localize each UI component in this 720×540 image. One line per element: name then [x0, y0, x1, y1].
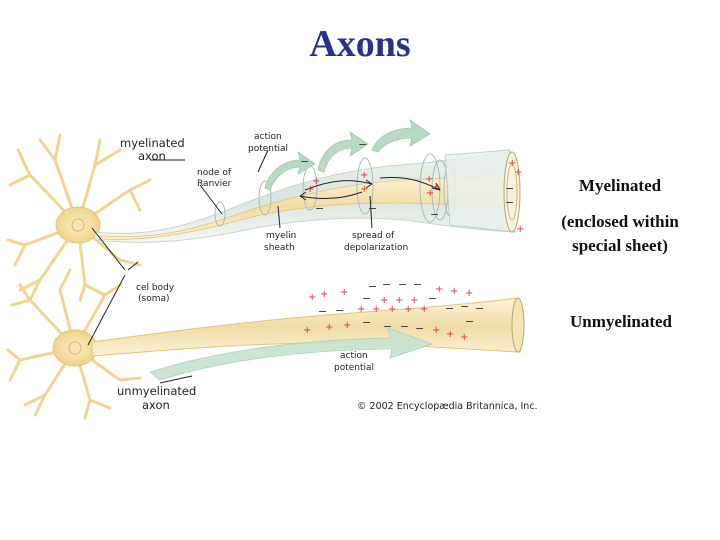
charge-plus: + — [306, 184, 314, 195]
charge-plus: + — [420, 304, 428, 315]
charge-minus: − — [300, 155, 309, 168]
charge-plus: + — [465, 288, 473, 299]
charge-plus: + — [340, 287, 348, 298]
leader-lines — [87, 149, 373, 384]
charge-minus: − — [382, 278, 391, 291]
lower-ap-arrow — [149, 327, 434, 381]
current-arrows — [299, 177, 441, 201]
label-spread-2: depolarization — [344, 243, 408, 253]
charge-plus: + — [380, 295, 388, 306]
label-myelin-sheath-2: sheath — [264, 243, 295, 253]
label-unmyelinated-axon-2: axon — [142, 398, 170, 412]
charge-minus: − — [368, 202, 377, 215]
charge-minus: − — [358, 138, 367, 151]
charge-plus: + — [325, 322, 333, 333]
slide-title: Axons — [309, 23, 411, 65]
upper-ap-arrows — [264, 119, 431, 191]
charge-minus: − — [445, 302, 454, 315]
charge-minus: − — [335, 304, 344, 317]
charge-plus: + — [360, 170, 368, 181]
charge-minus: − — [383, 320, 392, 333]
enclosed-line-1: (enclosed within — [561, 212, 679, 231]
lower-dendrites — [6, 268, 142, 420]
myelin-sheath-wrap — [444, 149, 516, 233]
label-myelin-sheath-1: myelin — [266, 231, 296, 241]
charge-minus: − — [398, 278, 407, 291]
charge-plus: + — [435, 284, 443, 295]
lower-neuron — [6, 268, 142, 420]
charge-minus: − — [428, 292, 437, 305]
label-unmyelinated-axon-1: unmyelinated — [117, 384, 196, 398]
myelinated-text: Myelinated — [578, 176, 662, 195]
charge-plus: + — [426, 188, 434, 199]
charge-minus: − — [362, 292, 371, 305]
charge-minus: − — [475, 302, 484, 315]
charge-plus: + — [343, 320, 351, 331]
charge-minus: − — [465, 315, 474, 328]
charge-plus: + — [388, 304, 396, 315]
myelinated-caption: Myelinated — [560, 174, 680, 198]
copyright-notice: © 2002 Encyclopædia Britannica, Inc. — [357, 401, 538, 412]
unmyelinated-axon-end — [511, 297, 525, 353]
charge-minus: − — [460, 300, 469, 313]
charge-plus: + — [395, 295, 403, 306]
upper-neuron — [6, 133, 152, 302]
myelinated-axon — [94, 149, 521, 243]
charge-minus: − — [505, 182, 514, 195]
enclosed-caption: (enclosed within special sheet) — [544, 210, 696, 258]
label-cell-body-2: (soma) — [138, 294, 170, 304]
charge-minus: − — [368, 280, 377, 293]
charge-plus: + — [450, 286, 458, 297]
label-myelinated-axon-1: myelinated — [120, 136, 185, 150]
label-action-potential-top-2: potential — [248, 144, 288, 154]
label-myelinated-axon-2: axon — [138, 149, 166, 163]
label-cell-body-1: cel body — [136, 283, 175, 293]
unmyelinated-text: Unmyelinated — [570, 312, 672, 331]
charge-minus: − — [413, 278, 422, 291]
charge-plus: + — [303, 325, 311, 336]
charge-minus: − — [318, 305, 327, 318]
myelinated-charges: + + + + + + + + + + − − − − − − − — [300, 138, 524, 235]
charge-plus: + — [516, 224, 524, 235]
charge-plus: + — [404, 304, 412, 315]
label-action-potential-bottom-2: potential — [334, 363, 374, 373]
charge-minus: − — [415, 322, 424, 335]
unmyelinated-caption: Unmyelinated — [545, 310, 697, 334]
label-action-potential-bottom-1: action — [340, 351, 368, 361]
charge-minus: − — [505, 196, 514, 209]
charge-minus: − — [315, 202, 324, 215]
label-node-ranvier-2: Ranvier — [197, 179, 232, 189]
label-spread-1: spread of — [352, 231, 395, 241]
charge-plus: + — [514, 167, 522, 178]
charge-plus: + — [432, 325, 440, 336]
charge-plus: + — [312, 176, 320, 187]
unmyelinated-charges: + + + + + + + + + + + + + + + + + + + + … — [303, 278, 484, 343]
charge-plus: + — [432, 182, 440, 193]
myelinated-axon-end-rings — [506, 163, 518, 221]
charge-plus: + — [308, 292, 316, 303]
charge-plus: + — [410, 295, 418, 306]
charge-plus: + — [425, 174, 433, 185]
lower-nucleus — [68, 341, 82, 355]
charge-plus: + — [446, 329, 454, 340]
charge-minus: − — [362, 316, 371, 329]
charge-plus: + — [360, 184, 368, 195]
charge-plus: + — [372, 304, 380, 315]
charge-plus: + — [357, 304, 365, 315]
label-node-ranvier-1: node of — [197, 168, 232, 178]
charge-minus: − — [430, 208, 439, 221]
upper-nucleus — [71, 218, 85, 232]
enclosed-line-2: special sheet) — [572, 236, 668, 255]
charge-plus: + — [460, 332, 468, 343]
label-action-potential-top-1: action — [254, 132, 282, 142]
charge-plus: + — [320, 289, 328, 300]
charge-minus: − — [400, 320, 409, 333]
charge-plus: + — [508, 158, 516, 169]
